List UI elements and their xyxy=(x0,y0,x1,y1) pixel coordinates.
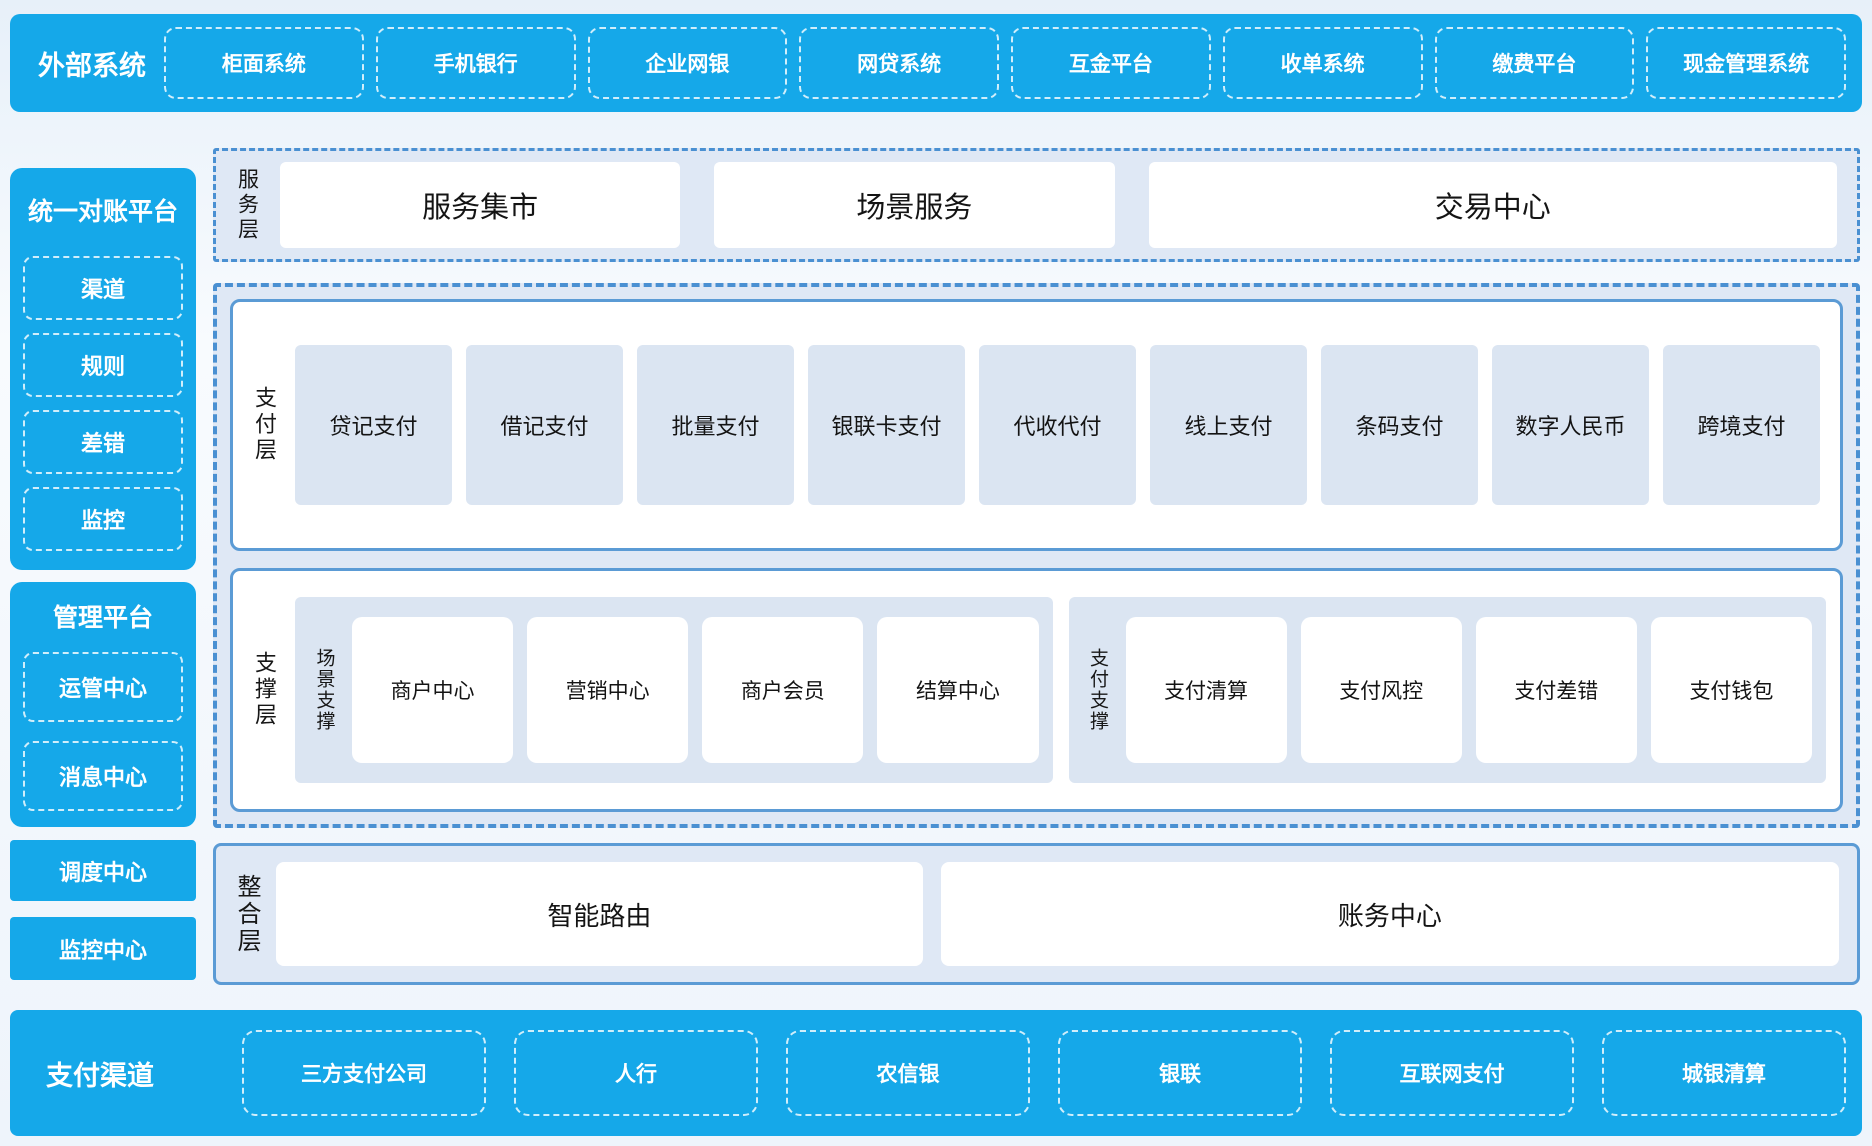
payment-channel-chip: 银联 xyxy=(1058,1030,1302,1116)
external-system-chip: 网贷系统 xyxy=(799,27,999,99)
scene-support-node: 商户会员 xyxy=(702,617,864,763)
reconciliation-item-chip: 渠道 xyxy=(23,256,183,320)
management-platform-title: 管理平台 xyxy=(52,604,153,632)
support-layer: 支撑层 场景支撑 商户中心营销中心商户会员结算中心 支付支撑 支付清算支付风控支… xyxy=(230,568,1843,812)
management-items: 运管中心消息中心 xyxy=(23,652,183,811)
external-system-chip: 现金管理系统 xyxy=(1646,27,1846,99)
core-layers-container: 支付层 贷记支付借记支付批量支付银联卡支付代收代付线上支付条码支付数字人民币跨境… xyxy=(213,283,1860,828)
payment-support-node: 支付差错 xyxy=(1475,617,1637,763)
payment-node: 线上支付 xyxy=(1150,345,1307,505)
payment-support-items: 支付清算支付风控支付差错支付钱包 xyxy=(1125,617,1812,763)
reconciliation-item-chip: 监控 xyxy=(23,487,183,551)
reconciliation-item-chip: 规则 xyxy=(23,333,183,397)
scene-support-label: 场景支撑 xyxy=(313,648,335,732)
service-node: 服务集市 xyxy=(280,162,681,248)
external-system-chip: 企业网银 xyxy=(587,27,788,99)
external-systems-bar: 外部系统 柜面系统手机银行企业网银网贷系统互金平台收单系统缴费平台现金管理系统 xyxy=(10,14,1862,112)
payment-node: 贷记支付 xyxy=(295,345,452,505)
payment-layer-items: 贷记支付借记支付批量支付银联卡支付代收代付线上支付条码支付数字人民币跨境支付 xyxy=(295,345,1820,505)
payment-channels-bar: 支付渠道 三方支付公司人行农信银银联互联网支付城银清算 xyxy=(10,1010,1862,1136)
payment-support-node: 支付风控 xyxy=(1300,617,1462,763)
reconciliation-item-chip: 差错 xyxy=(23,410,183,474)
external-systems-list: 柜面系统手机银行企业网银网贷系统互金平台收单系统缴费平台现金管理系统 xyxy=(164,27,1846,99)
payment-support-node: 支付钱包 xyxy=(1650,617,1812,763)
management-platform-block: 管理平台 运管中心消息中心 xyxy=(10,582,196,827)
reconciliation-platform-block: 统一对账平台 渠道规则差错监控 xyxy=(10,168,196,570)
payment-support-node: 支付清算 xyxy=(1125,617,1287,763)
external-system-chip: 互金平台 xyxy=(1011,27,1211,99)
service-node: 交易中心 xyxy=(1148,162,1837,248)
payment-layer-label: 支付层 xyxy=(252,386,277,464)
dispatch-center-block: 调度中心 xyxy=(10,840,196,901)
scene-support-node: 商户中心 xyxy=(352,617,514,763)
scene-support-group: 场景支撑 商户中心营销中心商户会员结算中心 xyxy=(295,597,1053,783)
payment-channel-chip: 农信银 xyxy=(786,1030,1030,1116)
payment-node: 跨境支付 xyxy=(1663,345,1820,505)
external-system-chip: 收单系统 xyxy=(1222,27,1423,99)
external-system-chip: 柜面系统 xyxy=(164,27,364,99)
scene-support-node: 营销中心 xyxy=(527,617,689,763)
integration-layer-label: 整合层 xyxy=(233,873,260,955)
payment-support-label: 支付支撑 xyxy=(1087,648,1108,732)
management-item-chip: 运管中心 xyxy=(23,652,183,722)
payment-node: 借记支付 xyxy=(466,345,623,505)
integration-layer: 整合层 智能路由账务中心 xyxy=(213,843,1860,985)
reconciliation-items: 渠道规则差错监控 xyxy=(23,256,183,551)
external-system-chip: 缴费平台 xyxy=(1434,27,1635,99)
payment-channels-list: 三方支付公司人行农信银银联互联网支付城银清算 xyxy=(242,1030,1846,1116)
payment-node: 数字人民币 xyxy=(1492,345,1649,505)
support-layer-label: 支撑层 xyxy=(252,651,277,729)
monitor-center-block: 监控中心 xyxy=(10,917,196,980)
payment-node: 银联卡支付 xyxy=(808,345,965,505)
payment-channel-chip: 互联网支付 xyxy=(1330,1030,1574,1116)
payment-node: 批量支付 xyxy=(637,345,794,505)
payment-channel-chip: 三方支付公司 xyxy=(242,1030,486,1116)
payment-channel-chip: 城银清算 xyxy=(1602,1030,1846,1116)
reconciliation-platform-title: 统一对账平台 xyxy=(27,198,178,226)
integration-node: 智能路由 xyxy=(276,862,923,966)
payment-node: 代收代付 xyxy=(979,345,1136,505)
payment-channels-title: 支付渠道 xyxy=(46,1060,154,1091)
payment-layer: 支付层 贷记支付借记支付批量支付银联卡支付代收代付线上支付条码支付数字人民币跨境… xyxy=(230,299,1843,551)
payment-node: 条码支付 xyxy=(1321,345,1478,505)
scene-support-node: 结算中心 xyxy=(877,617,1039,763)
integration-layer-items: 智能路由账务中心 xyxy=(276,862,1839,966)
support-groups: 场景支撑 商户中心营销中心商户会员结算中心 支付支撑 支付清算支付风控支付差错支… xyxy=(295,597,1826,783)
service-node: 场景服务 xyxy=(714,162,1115,248)
scene-support-items: 商户中心营销中心商户会员结算中心 xyxy=(352,617,1039,763)
external-systems-title: 外部系统 xyxy=(38,50,146,81)
management-item-chip: 消息中心 xyxy=(23,741,183,811)
external-system-chip: 手机银行 xyxy=(375,27,576,99)
service-layer-items: 服务集市场景服务交易中心 xyxy=(280,162,1837,248)
payment-support-group: 支付支撑 支付清算支付风控支付差错支付钱包 xyxy=(1068,597,1826,783)
service-layer-label: 服务层 xyxy=(235,167,259,243)
service-layer: 服务层 服务集市场景服务交易中心 xyxy=(213,148,1860,262)
payment-channel-chip: 人行 xyxy=(514,1030,758,1116)
integration-node: 账务中心 xyxy=(940,862,1839,966)
